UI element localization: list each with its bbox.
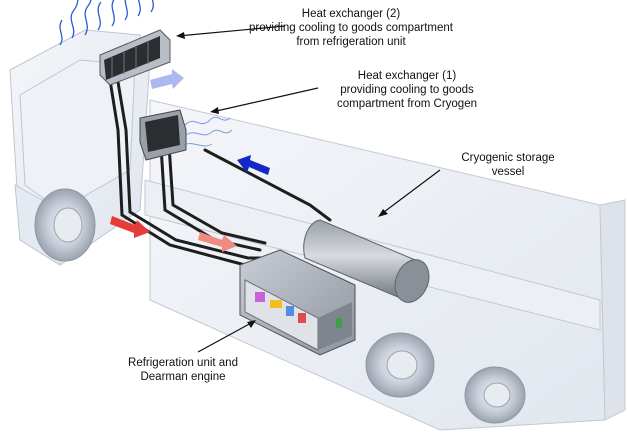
engine-label: Refrigeration unit and Dearman engine xyxy=(108,356,258,384)
heat-exchanger-2-label: Heat exchanger (2) providing cooling to … xyxy=(241,7,461,49)
cryogenic-vessel-label-line2: vessel xyxy=(491,166,525,178)
leader-arrows xyxy=(177,25,441,353)
engine-label-line1: Refrigeration unit and xyxy=(128,357,238,369)
heat-exchanger-2-icon xyxy=(99,29,171,86)
heat-exchanger-1-label-line1: Heat exchanger (1) xyxy=(357,70,457,82)
cryogenic-vessel-label: Cryogenic storage vessel xyxy=(443,151,573,179)
heat-exchanger-2-label-line3: from refrigeration unit xyxy=(296,36,406,48)
heat-exchanger-2-label-line1: Heat exchanger (2) xyxy=(301,8,401,20)
flow-arrow-icon xyxy=(110,69,270,252)
heat-exchanger-1-label-line2: providing cooling to goods xyxy=(340,84,474,96)
heat-exchanger-1-icon xyxy=(139,109,187,161)
cryogenic-tank-icon xyxy=(303,219,430,303)
cryogenic-vessel-label-line1: Cryogenic storage xyxy=(461,152,555,164)
leader-arrowheads xyxy=(176,32,388,328)
engine-label-line2: Dearman engine xyxy=(140,371,226,383)
heat-exchanger-1-label: Heat exchanger (1) providing cooling to … xyxy=(317,69,497,111)
heat-exchanger-1-label-line3: compartment from Cryogen xyxy=(337,98,477,110)
vapour-icon xyxy=(183,116,233,147)
cold-air-icon xyxy=(59,0,154,46)
engine-box-icon xyxy=(239,249,356,356)
rear-wheel-icon xyxy=(365,332,526,424)
front-wheel-icon xyxy=(34,188,96,262)
heat-exchanger-2-label-line2: providing cooling to goods compartment xyxy=(249,22,453,34)
